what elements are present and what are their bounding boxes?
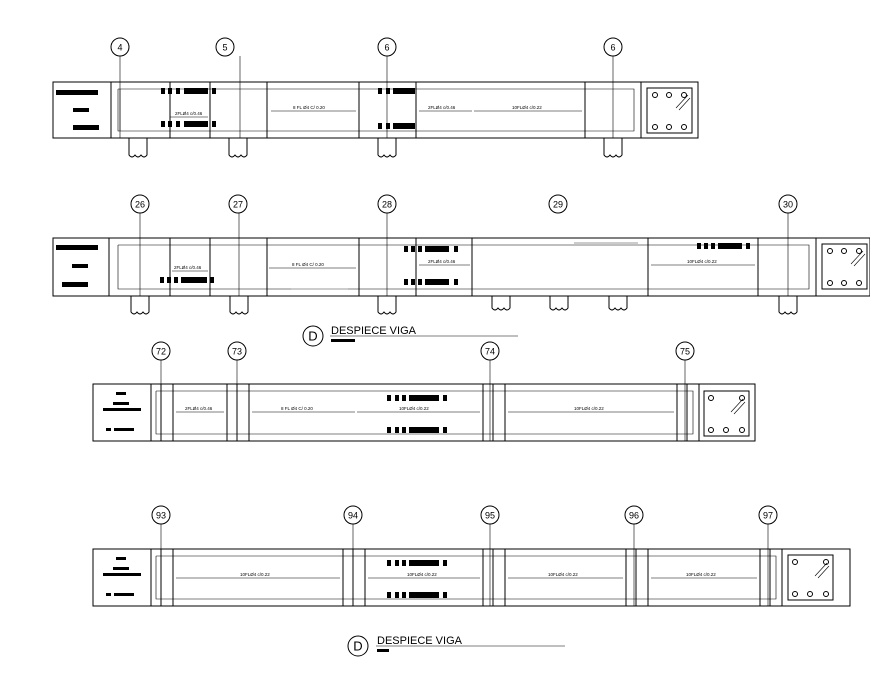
beam-3-spacing-label: 8 FL Ø4 C/ 0.20 <box>281 406 313 411</box>
beam-1-spacing-label: 2FLØ4 c/0.46 <box>428 105 456 110</box>
section-title-text: DESPIECE VIGA <box>331 325 417 337</box>
axis-bubble <box>603 37 623 57</box>
beam-3-spacing-label: 2FLØ4 c/0.46 <box>185 406 213 411</box>
beam-4-spacing-label: 10FLØ4 c/0.22 <box>686 572 716 577</box>
beam-2-spacing-label: 10FLØ4 c/0.22 <box>687 259 717 264</box>
axis-bubble <box>151 505 171 525</box>
beam-4-outline <box>92 548 851 607</box>
axis-label: 5 <box>222 43 227 53</box>
axis-label: 6 <box>610 43 615 53</box>
beam-2-spacing-label: 2FLØ4 c/0.46 <box>174 265 202 270</box>
axis-label: 29 <box>553 200 563 210</box>
beam-3-outline <box>92 383 756 442</box>
beam-1: 8 FL Ø4 C/ 0.20 2FLØ4 c/0.46 2FLØ4 c/0.4… <box>52 37 699 158</box>
axis-label: 93 <box>156 511 166 521</box>
axis-label: 94 <box>348 511 358 521</box>
axis-bubble <box>227 341 247 361</box>
beam-1-spacing-label: 10FLØ4 c/0.22 <box>512 105 542 110</box>
axis-label: 73 <box>232 347 242 357</box>
axis-bubble <box>675 341 695 361</box>
beam-2-outline <box>52 237 870 297</box>
axis-label: 28 <box>382 200 392 210</box>
beam-1-section <box>646 87 693 134</box>
axis-bubble <box>377 194 397 214</box>
axis-bubble <box>548 194 568 214</box>
beam-4-spacing-label: 10FLØ4 c/0.22 <box>407 572 437 577</box>
axis-bubble <box>758 505 778 525</box>
axis-label: 6 <box>384 43 389 53</box>
beam-4-spacing-label: 10FLØ4 c/0.22 <box>240 572 270 577</box>
beam-3-spacing-label: 10FLØ4 c/0.22 <box>399 406 429 411</box>
axis-bubble <box>624 505 644 525</box>
axis-label: 72 <box>156 347 166 357</box>
axis-label: 30 <box>783 200 793 210</box>
section-mark-letter: D <box>353 639 362 654</box>
beam-2-spacing-label: 8 FL Ø4 C/ 0.20 <box>292 262 324 267</box>
axis-label: 95 <box>485 511 495 521</box>
beam-3-section <box>703 390 750 437</box>
section-title-1: D DESPIECE VIGA <box>302 325 518 347</box>
beam-2: 8 FL Ø4 C/ 0.20 2FLØ4 c/0.46 2FLØ4 c/0.4… <box>52 194 870 315</box>
axis-bubble <box>110 37 130 57</box>
axis-label: 26 <box>135 200 145 210</box>
beam-1-spacing-label: 8 FL Ø4 C/ 0.20 <box>293 105 325 110</box>
axis-bubble <box>480 341 500 361</box>
axis-label: 4 <box>117 43 122 53</box>
section-mark <box>347 635 369 657</box>
axis-bubble <box>480 505 500 525</box>
axis-bubble <box>343 505 363 525</box>
axis-label: 97 <box>763 511 773 521</box>
axis-bubble <box>215 37 235 57</box>
beam-2-section <box>821 243 868 290</box>
section-title-text: DESPIECE VIGA <box>377 635 463 647</box>
axis-label: 74 <box>485 347 495 357</box>
section-mark-letter: D <box>308 329 317 344</box>
section-title-2: D DESPIECE VIGA <box>347 635 565 657</box>
axis-label: 96 <box>629 511 639 521</box>
axis-bubble <box>778 194 798 214</box>
beam-2-spacing-label: 2FLØ4 c/0.46 <box>428 259 456 264</box>
beam-4-spacing-label: 10FLØ4 c/0.22 <box>548 572 578 577</box>
beam-4-section <box>787 554 834 601</box>
beam-1-outline <box>52 81 699 139</box>
beam-1-spacing-label: 2FLØ4 c/0.46 <box>175 111 203 116</box>
section-mark <box>302 325 324 347</box>
axis-label: 27 <box>233 200 243 210</box>
axis-bubble <box>130 194 150 214</box>
axis-label: 75 <box>680 347 690 357</box>
axis-bubble <box>151 341 171 361</box>
axis-bubble <box>228 194 248 214</box>
beam-4: 10FLØ4 c/0.22 10FLØ4 c/0.22 10FLØ4 c/0.2… <box>92 505 851 607</box>
beam-3: 2FLØ4 c/0.46 8 FL Ø4 C/ 0.20 10FLØ4 c/0.… <box>92 341 756 442</box>
beam-3-spacing-label: 10FLØ4 c/0.22 <box>574 406 604 411</box>
axis-bubble <box>377 37 397 57</box>
